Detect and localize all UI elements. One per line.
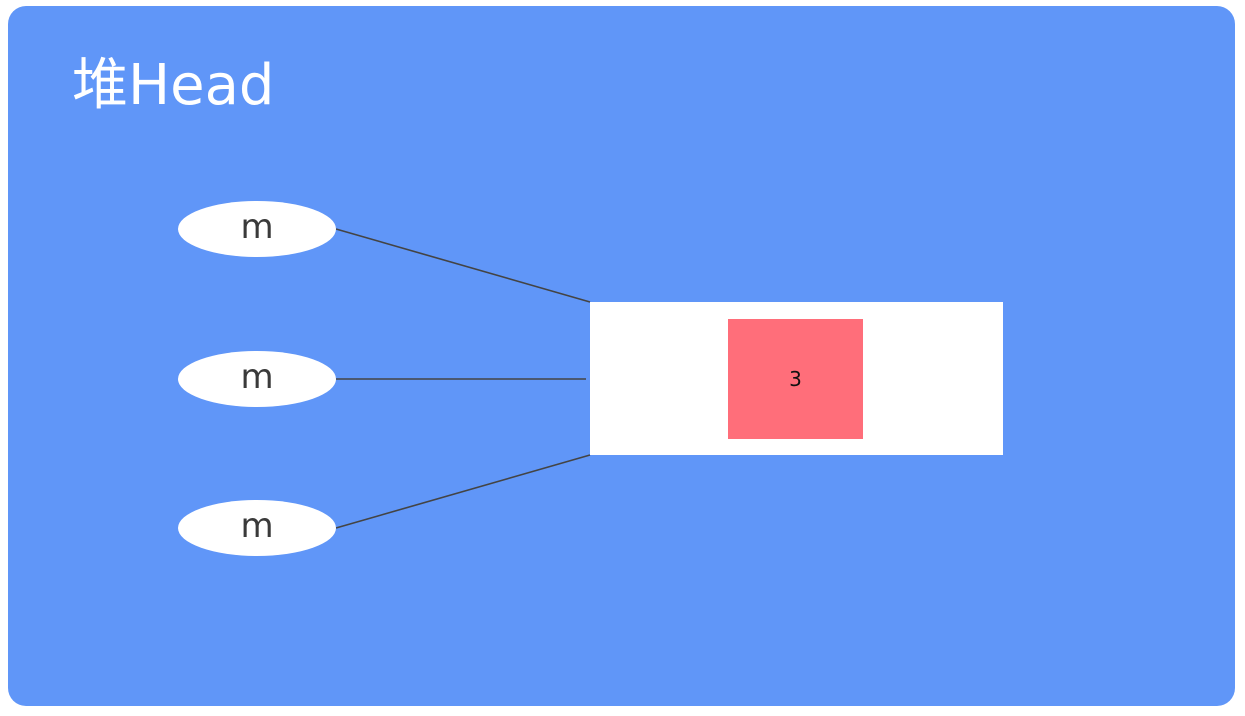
value-label: 3 — [789, 367, 802, 391]
heap-object: 3 — [590, 302, 1003, 455]
diagram-canvas — [335, 228, 591, 529]
reference-label-2: m — [240, 357, 274, 397]
connector-line-1 — [335, 228, 591, 303]
reference-label-3: m — [240, 506, 274, 546]
reference-oval-3: m — [178, 500, 336, 556]
reference-label-1: m — [240, 207, 274, 247]
reference-oval-2: m — [178, 351, 336, 407]
value-cell: 3 — [728, 319, 863, 439]
heap-title: 堆Head — [72, 53, 275, 118]
reference-oval-1: m — [178, 201, 336, 257]
heap-panel: 堆Head m m m 3 — [8, 6, 1235, 706]
connector-line-3 — [335, 454, 591, 529]
